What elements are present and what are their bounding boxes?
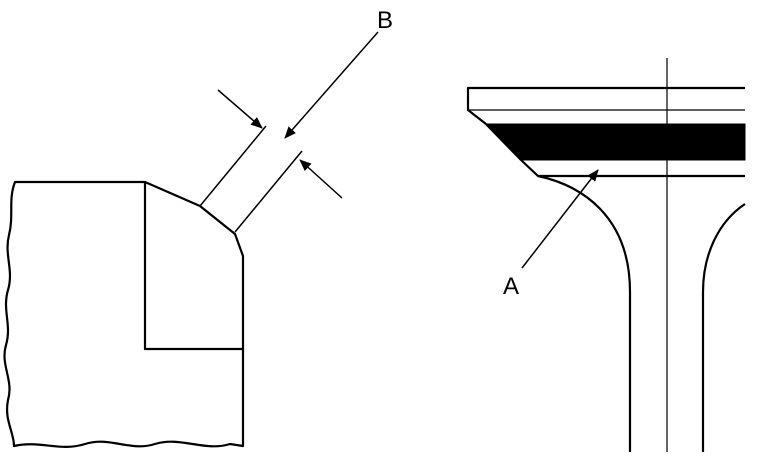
valve-neck-left xyxy=(537,174,632,452)
label-a: A xyxy=(503,273,519,300)
extension-line-lower xyxy=(234,150,303,233)
valve-section xyxy=(466,58,746,452)
extension-line-upper xyxy=(199,125,267,207)
seat-insert-outline xyxy=(143,182,243,351)
cylinder-head-section xyxy=(3,180,245,448)
label-b: B xyxy=(377,7,393,34)
leader-line-b xyxy=(284,31,379,139)
seat-width-dimension xyxy=(199,31,379,233)
valve-neck-right xyxy=(701,203,746,452)
dimension-arrow-upper-tail xyxy=(217,89,263,129)
dimension-arrow-lower-tail xyxy=(299,159,343,199)
valve-contact-band xyxy=(484,123,746,161)
leader-line-a xyxy=(521,169,599,269)
head-body-outline xyxy=(3,180,245,448)
